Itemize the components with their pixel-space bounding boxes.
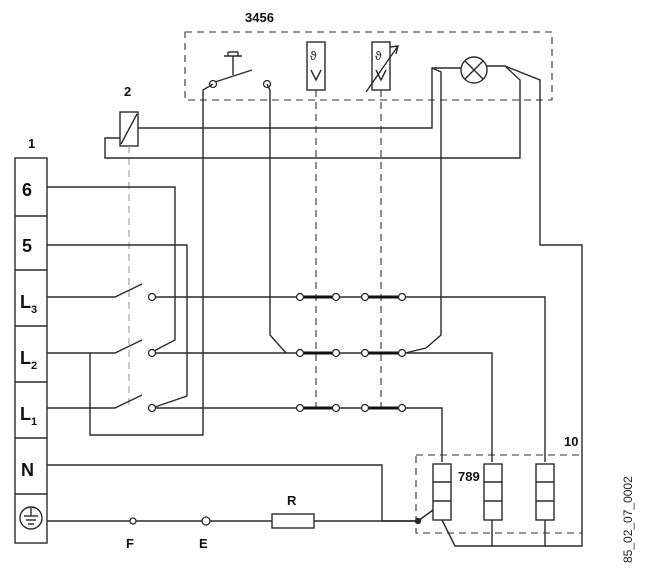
terminal-n-label: N [21, 460, 34, 480]
push-button-switch [208, 51, 272, 89]
point-e-label: E [199, 536, 208, 551]
terminal-strip-label: 1 [28, 136, 35, 151]
terminal-l2-label: L2 [20, 348, 37, 372]
relay-coil-icon [119, 111, 139, 147]
point-f-node [129, 517, 137, 525]
heater-elements [432, 463, 555, 521]
terminal-l3-label: L3 [20, 292, 37, 316]
component-group-3456 [184, 31, 553, 101]
terminal-6-label: 6 [22, 180, 32, 200]
adjustable-thermostat-icon: ϑ [365, 41, 399, 93]
point-e-node [201, 516, 211, 526]
earth-icon [19, 506, 43, 530]
terminal-5-label: 5 [22, 236, 32, 256]
thermostat-icon: ϑ [306, 41, 326, 91]
relay-label: 2 [124, 84, 131, 99]
group-789-label: 789 [458, 469, 480, 484]
main-contactor [47, 283, 157, 413]
point-f-label: F [126, 536, 134, 551]
resistor-label: R [287, 493, 297, 508]
svg-text:ϑ: ϑ [310, 49, 317, 63]
indicator-lamp-icon [460, 56, 488, 84]
group-10-label: 10 [564, 434, 578, 449]
heater-group-10 [415, 454, 583, 534]
resistor-icon [271, 513, 315, 529]
svg-text:ϑ: ϑ [375, 49, 382, 63]
terminal-strip [14, 157, 48, 544]
terminal-l1-label: L1 [20, 404, 37, 428]
drawing-code: 85_02_07_0002 [621, 476, 635, 563]
group-3456-label: 3456 [245, 10, 274, 25]
thermostat-contacts [295, 292, 407, 413]
